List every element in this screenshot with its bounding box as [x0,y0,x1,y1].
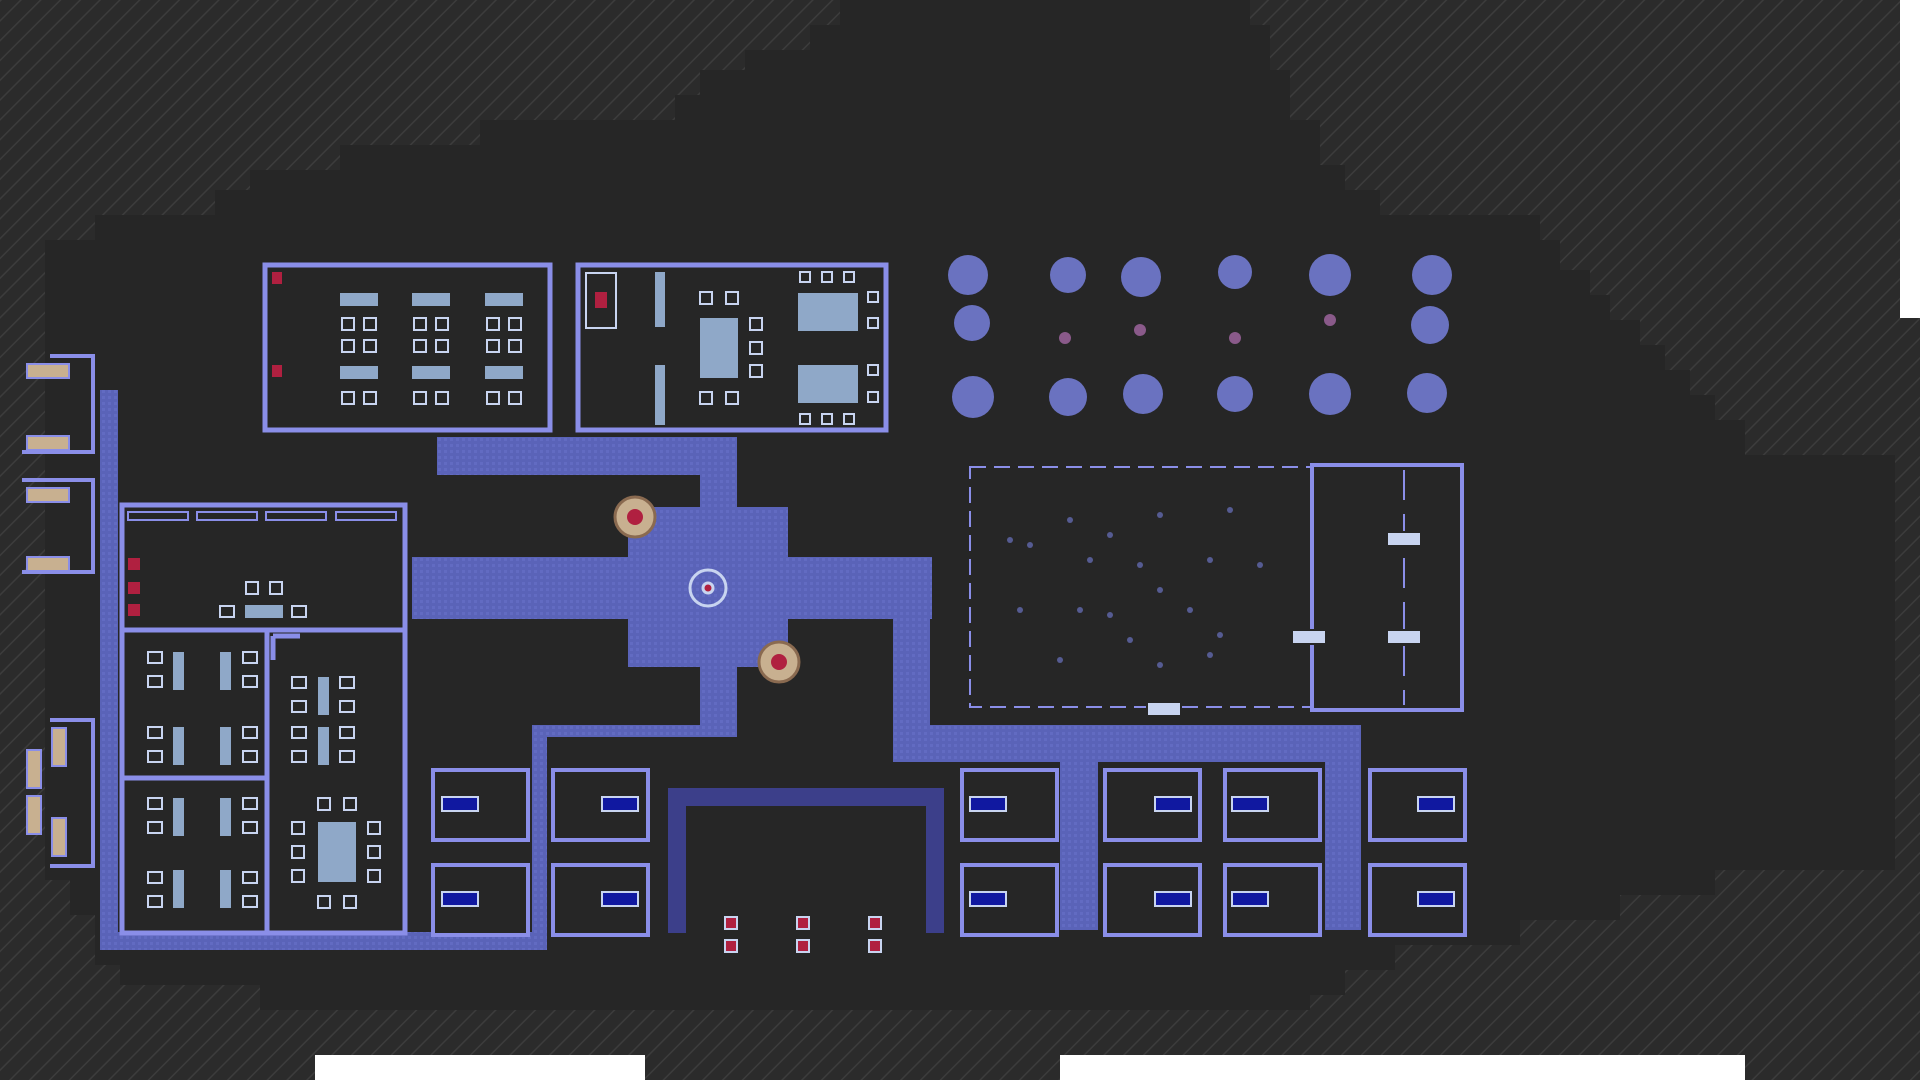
dining-room[interactable] [264,627,408,936]
study-room-a[interactable] [119,627,270,781]
ground-area[interactable] [45,0,1895,1010]
vehicle-marker[interactable] [724,916,882,953]
center-marker[interactable] [688,568,728,608]
supply-crates[interactable] [26,363,70,857]
bed[interactable] [441,796,1455,907]
storage-walls [22,354,95,868]
garage[interactable] [668,788,944,953]
trees[interactable] [948,254,1452,418]
lecture-hall[interactable] [262,262,553,433]
plaza-table[interactable] [613,495,801,684]
corridors [100,390,1361,950]
lab[interactable] [575,262,889,433]
barracks[interactable] [1146,463,1464,717]
study-room-b[interactable] [119,775,270,936]
meeting-room[interactable] [119,502,408,633]
